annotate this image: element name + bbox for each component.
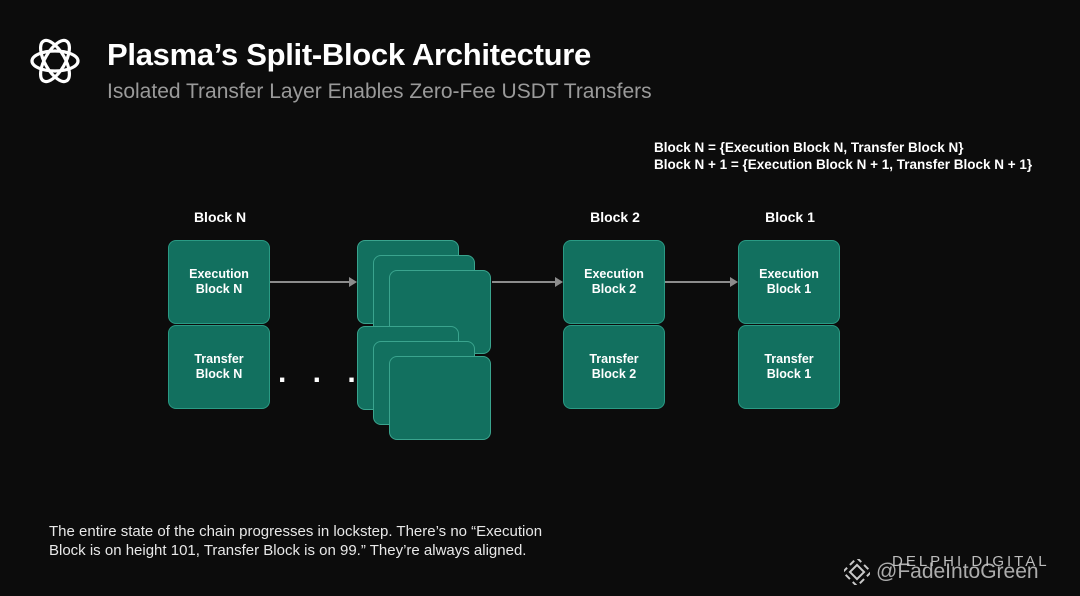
- stacked-block: [389, 356, 491, 440]
- execution-block-n: Execution Block N: [168, 240, 270, 324]
- transfer-block-2: Transfer Block 2: [563, 325, 665, 409]
- footnote-line-2: Block is on height 101, Transfer Block i…: [49, 542, 527, 559]
- block-formula: Block N = {Execution Block N, Transfer B…: [654, 139, 1032, 173]
- execution-block-2: Execution Block 2: [563, 240, 665, 324]
- formula-line-1: Block N = {Execution Block N, Transfer B…: [654, 140, 964, 155]
- page-title: Plasma’s Split-Block Architecture: [107, 37, 591, 72]
- column-label-block-2: Block 2: [590, 209, 640, 225]
- footnote: The entire state of the chain progresses…: [49, 522, 542, 560]
- column-label-block-1: Block 1: [765, 209, 815, 225]
- formula-line-2: Block N + 1 = {Execution Block N + 1, Tr…: [654, 157, 1033, 172]
- column-label-block-n: Block N: [193, 209, 247, 225]
- footnote-line-1: The entire state of the chain progresses…: [49, 523, 543, 540]
- execution-block-1: Execution Block 1: [738, 240, 840, 324]
- plasma-logo-icon: [30, 38, 80, 84]
- binance-diamond-icon: [844, 559, 870, 585]
- transfer-block-n: Transfer Block N: [168, 325, 270, 409]
- page-subtitle: Isolated Transfer Layer Enables Zero-Fee…: [107, 80, 652, 103]
- transfer-block-1: Transfer Block 1: [738, 325, 840, 409]
- brand-name: DELPHI DIGITAL: [892, 553, 1050, 570]
- watermark-handle: @FadeIntoGreen: [876, 560, 1039, 583]
